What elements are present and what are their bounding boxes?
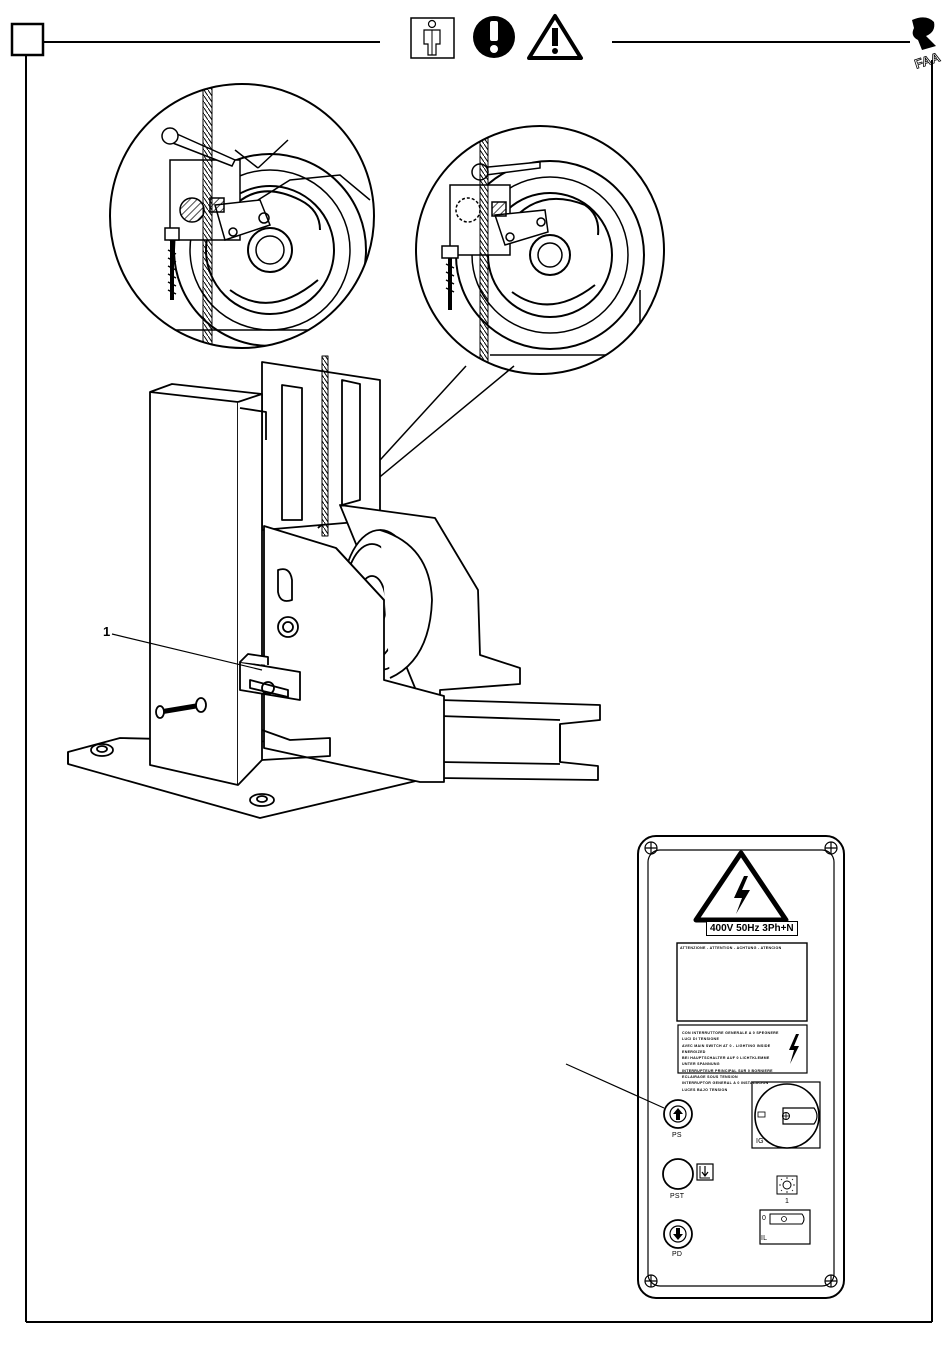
warning-line: INTERRUPTEUR PRINCIPAL SUR 0 BORNIERE EC… (682, 1068, 773, 1080)
detail-view-rope-broken (415, 125, 665, 375)
down-button-label: PD (672, 1251, 683, 1258)
main-switch-label: IG (756, 1138, 764, 1145)
callout-leader-1 (111, 633, 263, 671)
detail-view-rope-intact (109, 83, 375, 349)
light-switch-on-label: 1 (785, 1198, 790, 1205)
high-voltage-icon (693, 850, 789, 923)
light-switch-off-label: 0 (762, 1215, 767, 1222)
voltage-label: 400V 50Hz 3Ph+N (706, 921, 798, 936)
person-icon (410, 17, 455, 59)
callout-part-1: 1 (103, 624, 110, 639)
warning-line: CON INTERRUTTORE GENERALE A 0 SPEGNERE L… (682, 1031, 779, 1042)
warning-line: INTERRUPTOR GENERAL A 0 INSTALACION LUCE… (682, 1081, 769, 1092)
FAAC-logo: FAA (912, 17, 943, 72)
control-panel (637, 835, 845, 1299)
svg-text:FAA: FAA (913, 49, 943, 71)
section-marker-box (10, 22, 45, 57)
panel-pointer-line (565, 1063, 665, 1109)
page-frame (25, 41, 933, 1323)
warning-header-text: ATTENZIONE - ATTENTION - ACHTUNG - ATENC… (680, 946, 782, 950)
rope-tensioner-assembly (67, 355, 601, 819)
warning-line: BEI HAUPTSCHALTER AUF 0 LICHTKLEMME UNTE… (682, 1056, 770, 1067)
warning-label-text: CON INTERRUTTORE GENERALE A 0 SPEGNERE L… (682, 1030, 782, 1093)
exclamation-icon (473, 16, 515, 58)
light-switch-label: IL (761, 1235, 768, 1242)
stop-button-label: PST (670, 1193, 685, 1200)
warning-triangle-icon (527, 14, 583, 60)
up-button-label: PS (672, 1132, 682, 1139)
warning-line: AVEC MAIN SWITCH AT 0 - LIGHTING INSIDE … (682, 1043, 771, 1054)
